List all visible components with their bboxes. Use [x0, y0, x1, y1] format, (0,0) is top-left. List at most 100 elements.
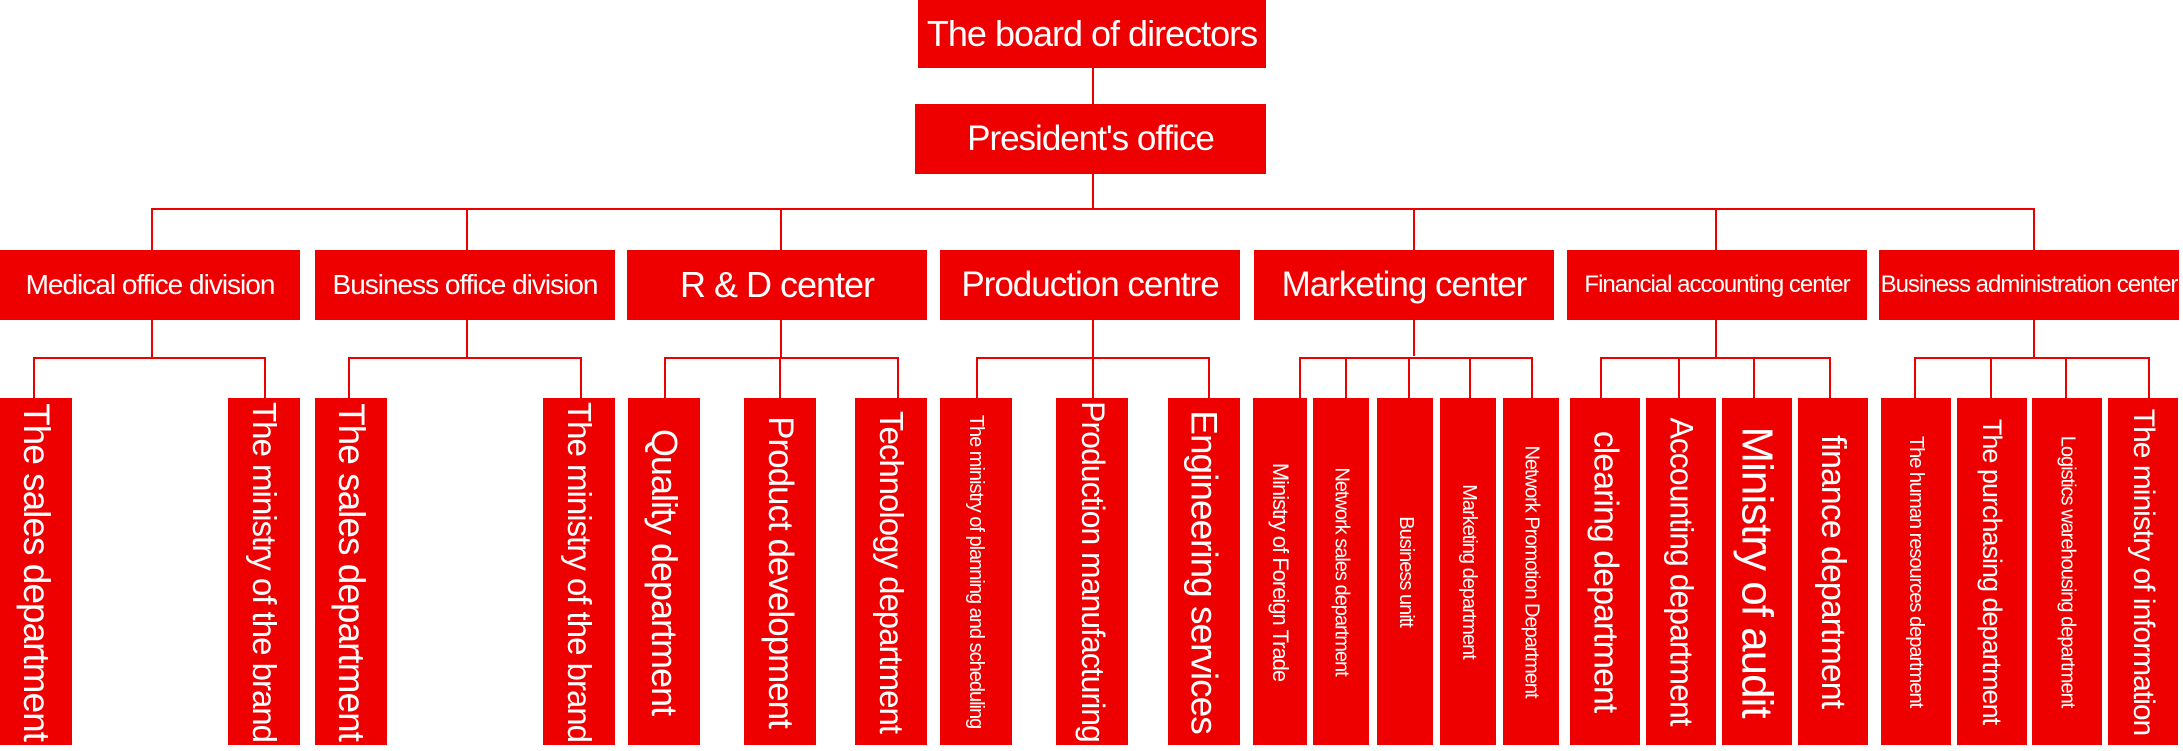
department-box: Network sales department: [1313, 398, 1369, 745]
connector-line: [264, 357, 266, 399]
department-label: The human resources department: [1905, 435, 1928, 708]
department-box: Marketing department: [1440, 398, 1496, 745]
center-box-financial-accounting: Financial accounting center: [1567, 250, 1867, 320]
connector-line: [1753, 357, 1755, 399]
connector-line: [348, 357, 350, 399]
department-label: Technology department: [873, 410, 910, 733]
department-label: Ministry of Foreign Trade: [1268, 462, 1293, 681]
connector-line: [1413, 208, 1415, 250]
connector-line: [1829, 357, 1831, 399]
connector-line: [1413, 320, 1415, 356]
department-box: finance department: [1798, 398, 1868, 745]
department-box: Production manufacturing: [1056, 398, 1128, 745]
connector-line: [33, 357, 266, 359]
connector-line: [1914, 357, 1916, 399]
connector-line: [2065, 357, 2067, 399]
department-box: The ministry of information: [2108, 398, 2178, 745]
department-box: The ministry of planning and scheduling: [940, 398, 1012, 745]
department-box: Engineering services: [1168, 398, 1240, 745]
center-label: Production centre: [961, 265, 1219, 304]
connector-line: [1299, 357, 1301, 399]
connector-line: [664, 357, 899, 359]
center-label: Financial accounting center: [1584, 271, 1850, 298]
connector-line: [1914, 357, 2150, 359]
department-box: The ministry of the brand: [543, 398, 615, 745]
department-label: The ministry of planning and scheduling: [965, 414, 988, 729]
department-box: Business unitt: [1377, 398, 1433, 745]
connector-line: [1299, 357, 1533, 359]
department-box: Quality department: [628, 398, 700, 745]
connector-line: [1408, 357, 1410, 399]
presidents-office-label: President's office: [967, 119, 1215, 158]
department-box: The ministry of the brand: [228, 398, 300, 745]
connector-line: [151, 320, 153, 358]
department-label: The ministry of information: [2127, 408, 2161, 735]
connector-line: [779, 357, 781, 399]
presidents-office-box: President's office: [915, 104, 1266, 174]
center-label: Business office division: [332, 269, 599, 300]
department-box: Ministry of audit: [1722, 398, 1792, 745]
connector-line: [1092, 320, 1094, 358]
connector-line: [151, 208, 2035, 210]
center-box-business-administration: Business administration center: [1879, 250, 2179, 320]
department-label: Quality department: [644, 428, 685, 715]
connector-line: [2033, 208, 2035, 250]
connector-line: [1092, 172, 1094, 210]
center-box-marketing: Marketing center: [1254, 250, 1554, 320]
center-label: Marketing center: [1281, 265, 1528, 304]
center-label: R & D center: [679, 264, 875, 305]
department-label: Accounting department: [1663, 417, 1700, 726]
department-label: The sales department: [331, 402, 373, 741]
connector-line: [897, 357, 899, 399]
connector-line: [1208, 357, 1210, 399]
center-label: Business administration center: [1880, 271, 2179, 298]
department-label: Product development: [761, 415, 801, 728]
connector-line: [1531, 357, 1533, 399]
center-box-business-office: Business office division: [315, 250, 615, 320]
connector-line: [348, 357, 582, 359]
department-label: finance department: [1814, 434, 1853, 709]
connector-line: [1092, 357, 1094, 399]
department-box: Logistics warehousing department: [2032, 398, 2102, 745]
connector-line: [664, 357, 666, 399]
center-box-production: Production centre: [940, 250, 1240, 320]
board-of-directors-box: The board of directors: [918, 0, 1266, 68]
department-label: Network sales department: [1330, 467, 1353, 676]
department-label: The sales department: [16, 402, 58, 741]
connector-line: [2148, 357, 2150, 399]
department-label: The ministry of the brand: [561, 401, 598, 742]
connector-line: [1469, 357, 1471, 399]
connector-line: [466, 208, 468, 250]
connector-line: [780, 320, 782, 358]
connector-line: [976, 357, 978, 399]
connector-line: [466, 320, 468, 358]
connector-line: [2033, 320, 2035, 358]
connector-line: [33, 357, 35, 399]
department-box: Product development: [744, 398, 816, 745]
center-box-medical-office: Medical office division: [0, 250, 300, 320]
connector-line: [1600, 357, 1602, 399]
department-box: Technology department: [855, 398, 927, 745]
department-label: The ministry of the brand: [246, 401, 283, 742]
connector-line: [1345, 357, 1347, 399]
connector-line: [580, 357, 582, 399]
center-box-rd: R & D center: [627, 250, 927, 320]
connector-line: [1678, 357, 1680, 399]
connector-line: [1092, 68, 1094, 104]
connector-line: [1600, 357, 1831, 359]
board-of-directors-label: The board of directors: [926, 13, 1258, 54]
department-label: clearing department: [1586, 430, 1625, 713]
department-label: Ministry of audit: [1733, 425, 1783, 718]
department-box: Network Promotion Department: [1503, 398, 1559, 745]
department-box: Accounting department: [1646, 398, 1716, 745]
department-box: clearing department: [1570, 398, 1640, 745]
connector-line: [1715, 320, 1717, 358]
connector-line: [1990, 357, 1992, 399]
department-label: Business unitt: [1394, 516, 1417, 627]
center-label: Medical office division: [25, 269, 276, 300]
department-label: Marketing department: [1457, 484, 1480, 659]
department-box: The human resources department: [1881, 398, 1951, 745]
connector-line: [780, 208, 782, 250]
department-box: Ministry of Foreign Trade: [1253, 398, 1307, 745]
